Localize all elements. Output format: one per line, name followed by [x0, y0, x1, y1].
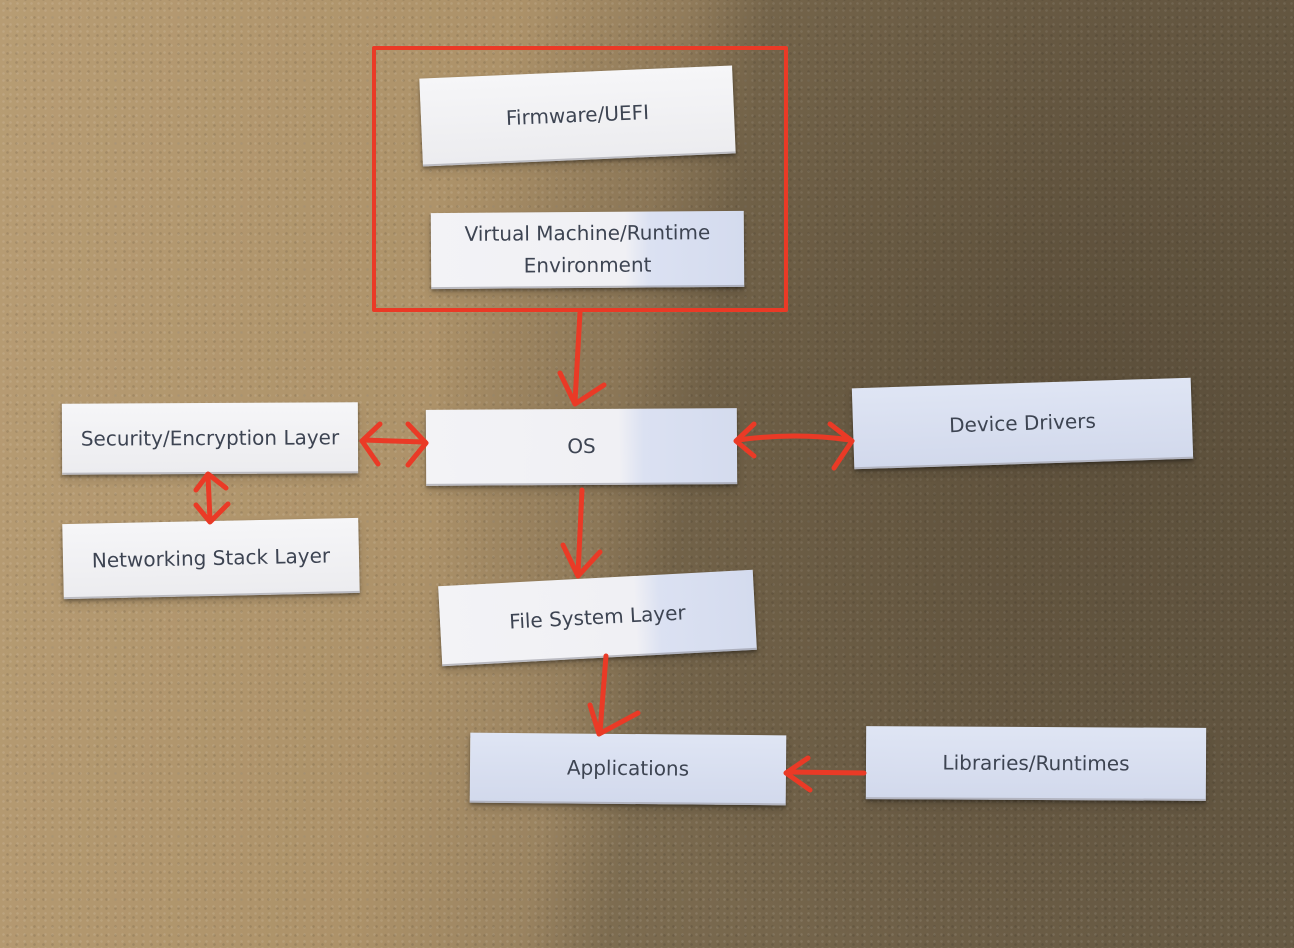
- arrow-filesystem-applications: [597, 653, 609, 735]
- node-label: Firmware/UEFI: [505, 100, 650, 130]
- node-applications[interactable]: Applications: [469, 732, 787, 806]
- arrow-os-filesystem-head: [560, 542, 603, 579]
- node-label: Security/Encryption Layer: [80, 424, 340, 451]
- arrow-filesystem-applications-head: [587, 702, 641, 737]
- node-device-drivers[interactable]: Device Drivers: [851, 377, 1194, 470]
- node-label: OS: [567, 433, 596, 459]
- node-label: File System Layer: [508, 600, 687, 634]
- node-label: Networking Stack Layer: [91, 543, 331, 572]
- arrow-os-drivers: [735, 433, 853, 443]
- arrow-os-drivers-head-left: [733, 421, 757, 459]
- arrow-os-filesystem: [575, 487, 585, 577]
- node-firmware-uefi[interactable]: Firmware/UEFI: [419, 65, 736, 167]
- arrow-libraries-applications-head: [783, 755, 813, 793]
- arrow-security-networking: [205, 473, 213, 523]
- arrow-security-os-head-left: [359, 421, 383, 467]
- arrow-group-to-os-head: [557, 370, 607, 407]
- arrow-group-to-os: [572, 309, 583, 405]
- node-os[interactable]: OS: [425, 408, 738, 486]
- node-virtual-machine-runtime[interactable]: Virtual Machine/Runtime Environment: [430, 210, 745, 290]
- arrow-os-drivers-head-right: [827, 421, 855, 471]
- arrow-security-os-head-right: [405, 421, 429, 468]
- arrow-security-os: [361, 437, 427, 445]
- arrow-security-networking-head-bottom: [193, 501, 231, 525]
- node-networking-stack-layer[interactable]: Networking Stack Layer: [62, 517, 360, 600]
- node-label: Applications: [566, 755, 690, 781]
- node-libraries-runtimes[interactable]: Libraries/Runtimes: [865, 726, 1207, 801]
- arrow-libraries-applications: [785, 769, 867, 776]
- node-label: Virtual Machine/Runtime Environment: [464, 220, 711, 278]
- node-label: Libraries/Runtimes: [942, 750, 1130, 775]
- node-file-system-layer[interactable]: File System Layer: [438, 569, 757, 667]
- node-security-encryption-layer[interactable]: Security/Encryption Layer: [61, 402, 359, 475]
- node-label: Device Drivers: [948, 408, 1097, 437]
- arrow-security-networking-head-top: [193, 471, 229, 493]
